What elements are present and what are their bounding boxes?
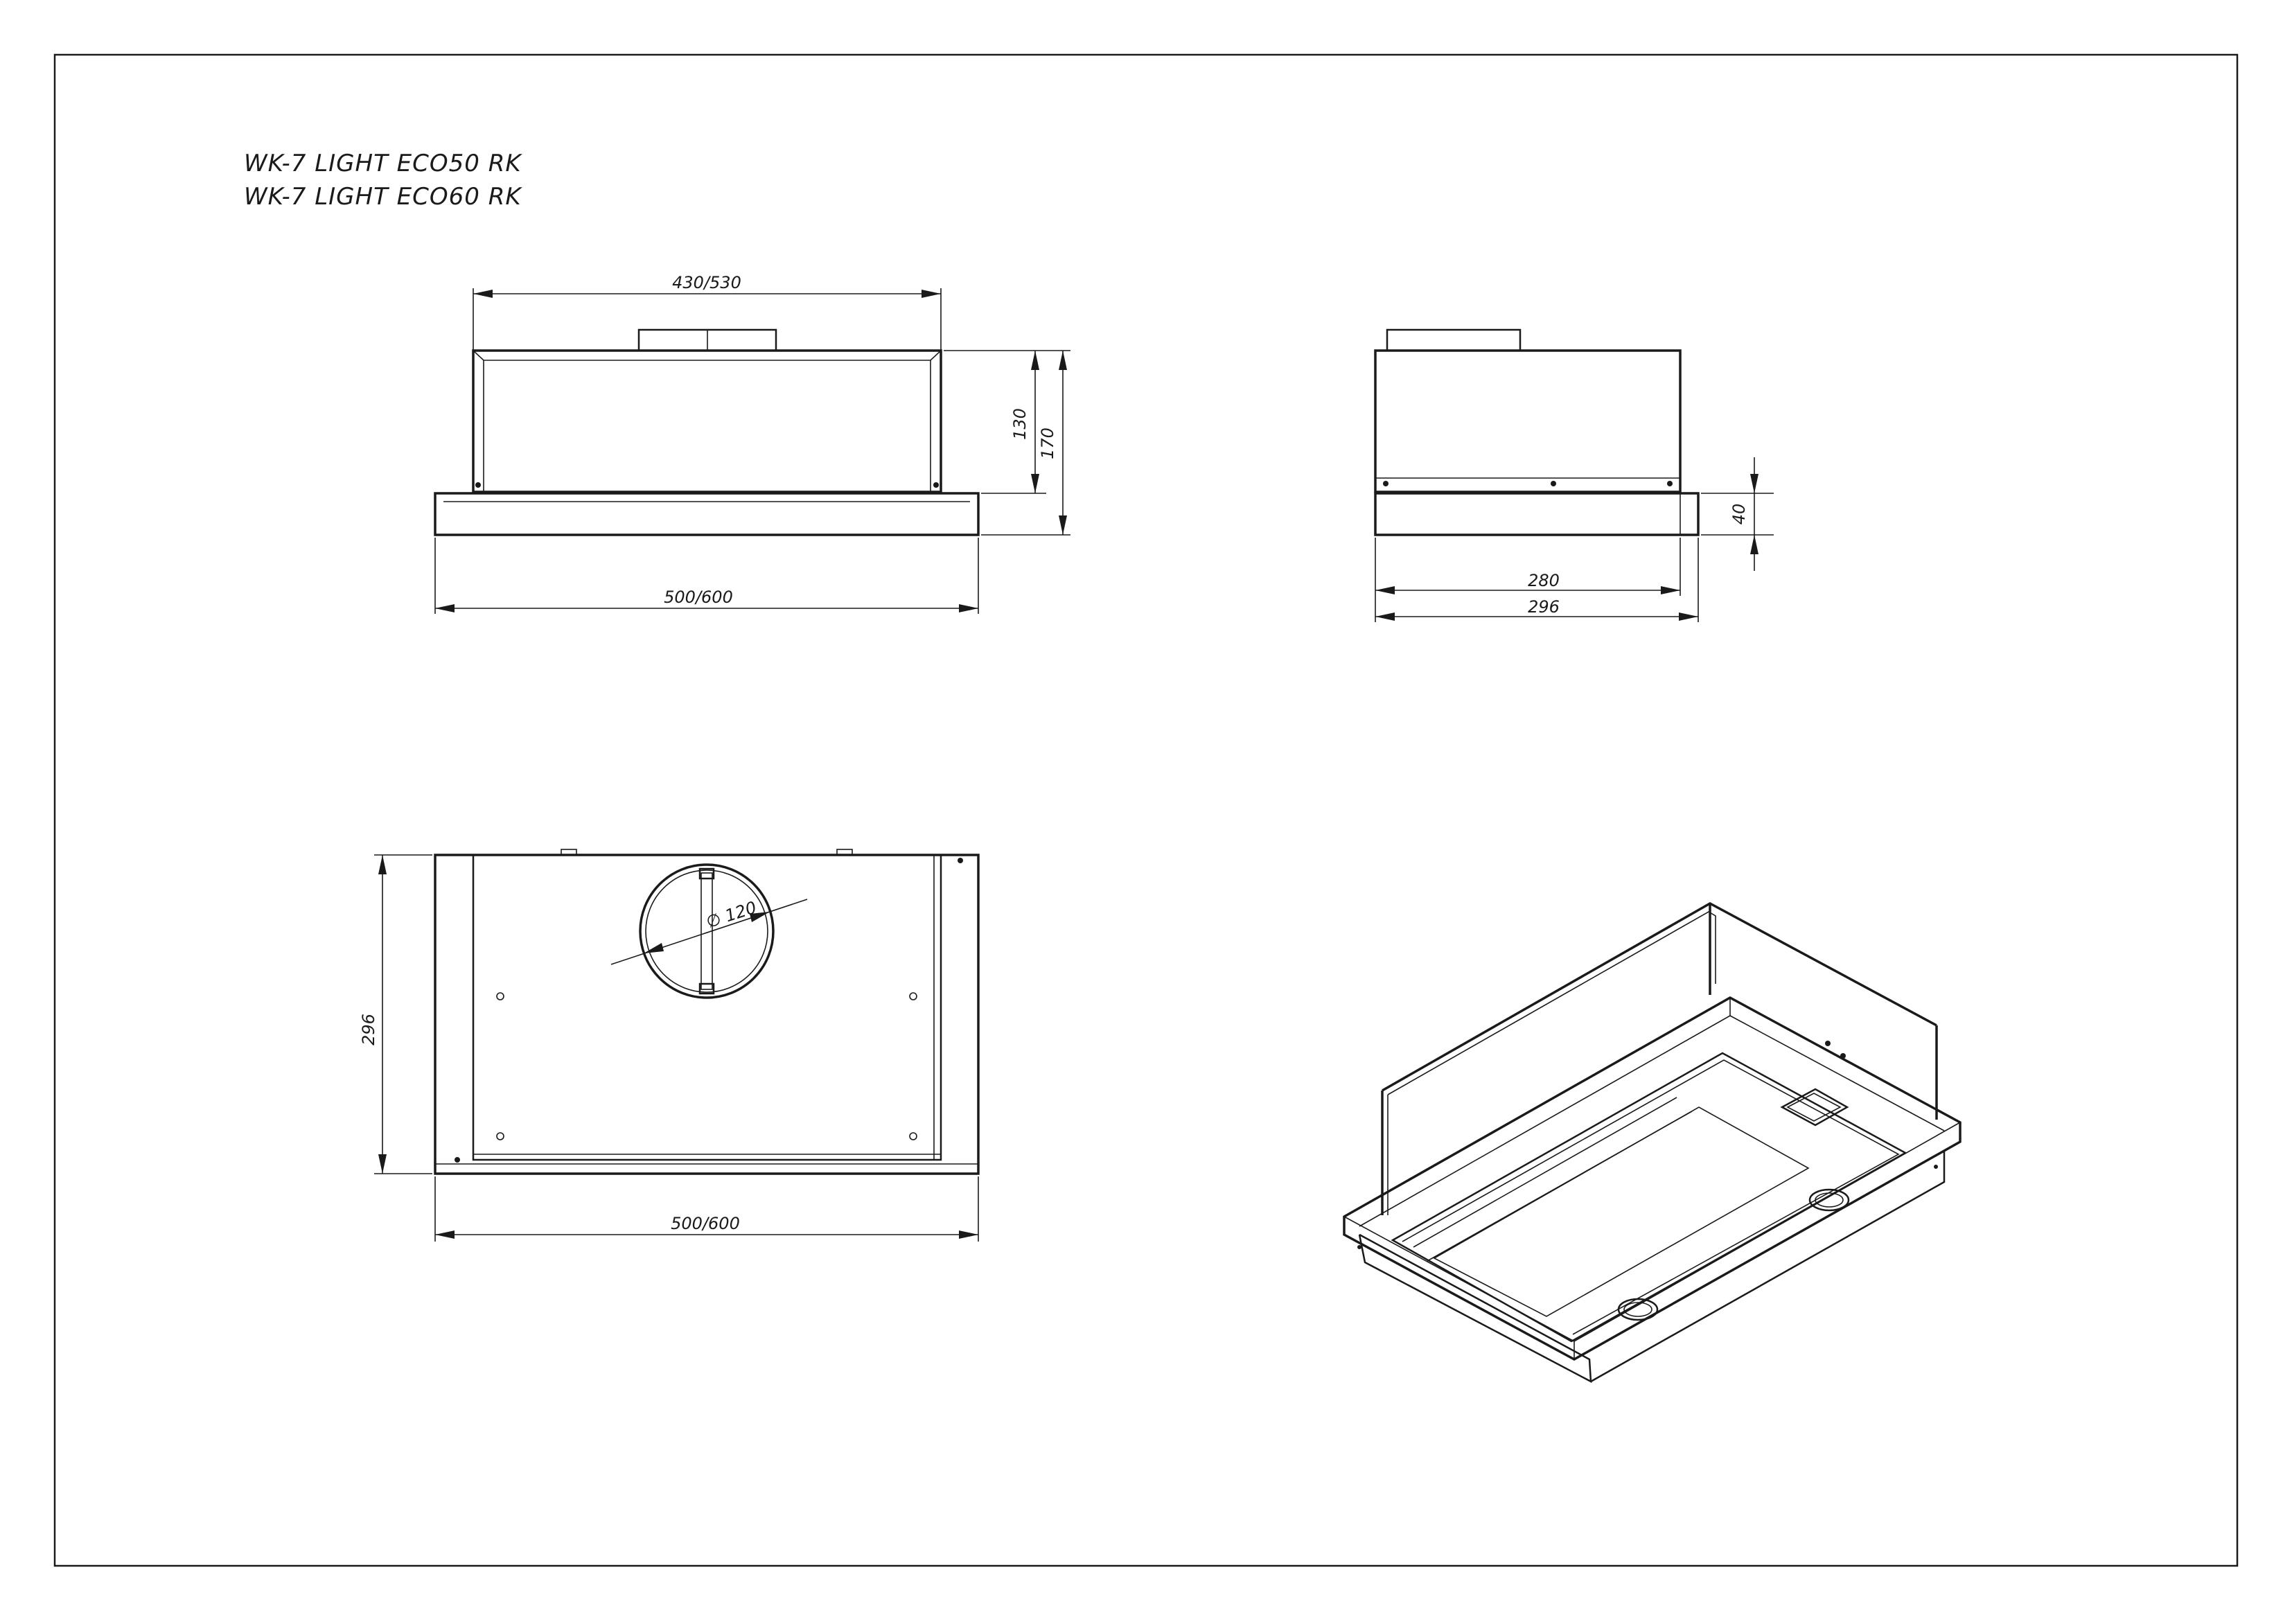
dim-top-depth: 296 xyxy=(359,1014,378,1045)
dim-total-depth: 296 xyxy=(1528,597,1560,617)
dim-total-height: 170 xyxy=(1038,427,1057,459)
front-view: 430/530 130 170 500/600 xyxy=(434,273,1070,614)
top-view: ∅ 120 296 500/600 xyxy=(359,849,980,1242)
iso-underside xyxy=(1358,1233,1592,1384)
top-outer-outline xyxy=(434,854,980,1175)
side-duct-collar xyxy=(1386,328,1522,352)
dim-panel-height: 40 xyxy=(1729,504,1749,525)
side-view: 40 280 296 xyxy=(1374,328,1774,622)
dim-top-width-view: 500/600 xyxy=(671,1214,740,1233)
dim-inner-depth: 280 xyxy=(1528,571,1560,590)
model-name-eco50: WK-7 LIGHT ECO50 RK xyxy=(244,150,522,177)
model-name-eco60: WK-7 LIGHT ECO60 RK xyxy=(244,183,522,211)
isometric-view xyxy=(1343,901,1962,1384)
duct-opening xyxy=(639,863,775,999)
side-lower-panel xyxy=(1374,492,1700,536)
iso-lamp-right xyxy=(1808,1188,1850,1212)
front-lower-panel xyxy=(434,492,980,536)
iso-filter xyxy=(1433,1106,1810,1317)
front-upper-casing xyxy=(472,349,942,493)
dim-bottom-width: 500/600 xyxy=(664,588,733,607)
iso-front-panel xyxy=(1343,996,1962,1361)
dim-body-height: 130 xyxy=(1010,408,1030,440)
title-block: WK-7 LIGHT ECO50 RK WK-7 LIGHT ECO60 RK xyxy=(244,147,522,213)
drawing-frame xyxy=(53,53,2239,1567)
side-upper-casing xyxy=(1374,349,1682,493)
iso-casing-top xyxy=(1382,901,1937,1092)
iso-lamp-left xyxy=(1617,1298,1659,1321)
dim-top-width: 430/530 xyxy=(672,273,741,292)
